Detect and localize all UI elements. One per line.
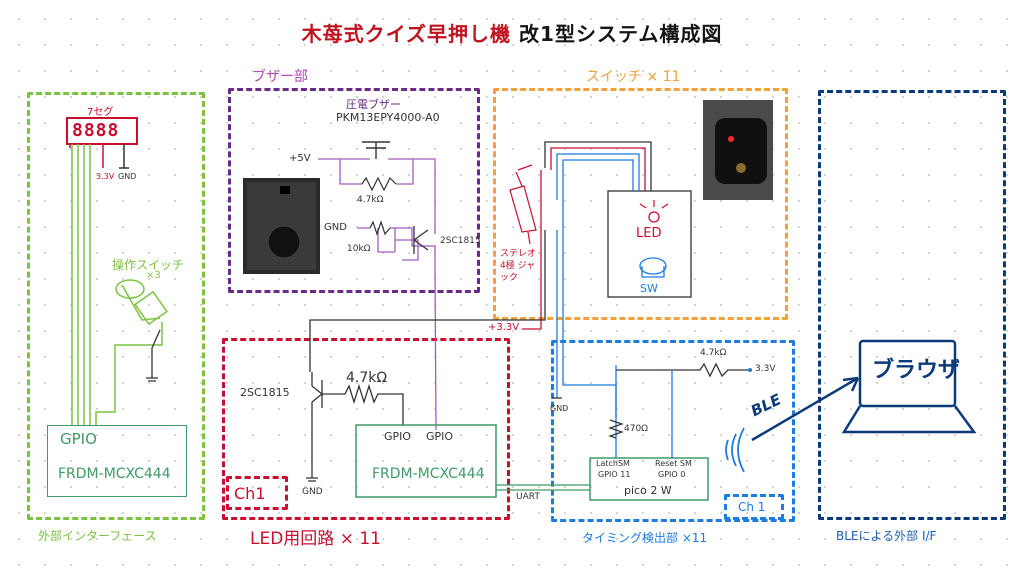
ch1-led-label: Ch1 xyxy=(234,484,266,503)
title-part2: 改1型システム構成図 xyxy=(511,22,723,46)
led-circuit-caption: LED用回路 × 11 xyxy=(250,529,381,549)
sw-label: SW xyxy=(640,282,658,295)
buzzer-board-photo xyxy=(243,178,320,274)
operation-switch-sketch xyxy=(115,279,145,299)
stereo-jack-label: ステレオ 4極 ジャック xyxy=(500,249,537,283)
led-circuit-box xyxy=(222,338,510,520)
diagram-title: 木苺式クイズ早押し機 改1型システム構成図 xyxy=(0,18,1024,47)
v33-timing-label: 3.3V xyxy=(755,364,776,374)
title-part1: 木苺式クイズ早押し機 xyxy=(301,22,512,46)
gpio-led-label-2: GPIO xyxy=(426,430,454,443)
plus33v-label: +3.3V xyxy=(488,322,520,333)
buzzer-circuit xyxy=(318,158,437,431)
ch1-timing-box xyxy=(724,494,784,520)
external-wires xyxy=(71,144,163,426)
plus5v-label: +5V xyxy=(289,153,311,164)
piezo-part-number: PKM13EPY4000-A0 xyxy=(336,111,440,124)
ble-interface-box xyxy=(818,90,1006,520)
gpio-left-label: GPIO xyxy=(60,430,97,448)
browser-label: ブラウザ xyxy=(872,358,961,383)
led-label: LED xyxy=(636,226,662,241)
laptop-icon xyxy=(841,339,977,434)
uart-label: UART xyxy=(516,492,540,502)
r47k-buzzer-label: 4.7kΩ xyxy=(357,195,384,205)
frdm-left-label: FRDM-MCXC444 xyxy=(58,466,171,482)
switch-dome xyxy=(639,257,667,275)
v33-small-label: 3.3V xyxy=(96,172,115,181)
operation-switch-count: ×3 xyxy=(146,270,161,281)
gpio-led-label-1: GPIO xyxy=(384,430,412,443)
ch1-led-box xyxy=(226,476,288,510)
operation-switch-label: 操作スイッチ xyxy=(112,258,185,272)
gnd-timing-label: GND xyxy=(550,404,569,413)
timing-caption: タイミング検出部 ×11 xyxy=(582,531,708,545)
reset-sm-label: Reset SM xyxy=(655,459,692,468)
seven-seg-digits: 8888 xyxy=(72,120,120,141)
led-transistor xyxy=(311,380,323,408)
buzzer-box xyxy=(228,88,480,293)
gnd-small-label: GND xyxy=(118,172,137,181)
r47k-led-label: 4.7kΩ xyxy=(346,370,388,386)
seven-segment-display xyxy=(66,117,138,145)
external-interface-caption: 外部インターフェース xyxy=(38,529,157,543)
gnd-buzzer-label: GND xyxy=(324,222,347,233)
gpio11-label: GPIO 11 xyxy=(598,470,631,479)
ble-arrow xyxy=(751,376,859,442)
ch1-timing-label: Ch 1 xyxy=(738,500,766,514)
latch-sm-label: LatchSM xyxy=(596,459,630,468)
piezo-title: 圧電ブザー xyxy=(346,98,401,111)
r10k-label: 10kΩ xyxy=(347,244,371,254)
switch-caption: スイッチ × 11 xyxy=(586,69,681,85)
ble-interface-caption: BLEによる外部 I/F xyxy=(836,529,937,543)
switch-cable xyxy=(544,141,652,230)
seven-seg-label: 7セグ xyxy=(87,107,114,118)
buzzer-caption: ブザー部 xyxy=(252,69,308,85)
switch-device xyxy=(607,190,692,298)
external-interface-box xyxy=(27,92,205,520)
r47k-timing-label: 4.7kΩ xyxy=(700,348,727,358)
stereo-jack-sketch xyxy=(509,185,537,233)
r470-label: 470Ω xyxy=(624,424,649,434)
frdm-led-label: FRDM-MCXC444 xyxy=(372,466,485,482)
gpio0-label: GPIO 0 xyxy=(658,470,686,479)
frdm-led-board xyxy=(355,424,497,498)
pico-label: pico 2 W xyxy=(624,484,672,497)
transistor-led-label: 2SC1815 xyxy=(240,386,290,399)
gnd-led-label: GND xyxy=(302,487,323,497)
frdm-left-board xyxy=(47,425,187,497)
pico-board xyxy=(589,457,709,501)
timing-box xyxy=(551,340,795,522)
switch-photo xyxy=(703,100,773,200)
transistor-buzzer-label: 2SC1815 xyxy=(440,236,481,246)
switch-box xyxy=(493,88,788,320)
